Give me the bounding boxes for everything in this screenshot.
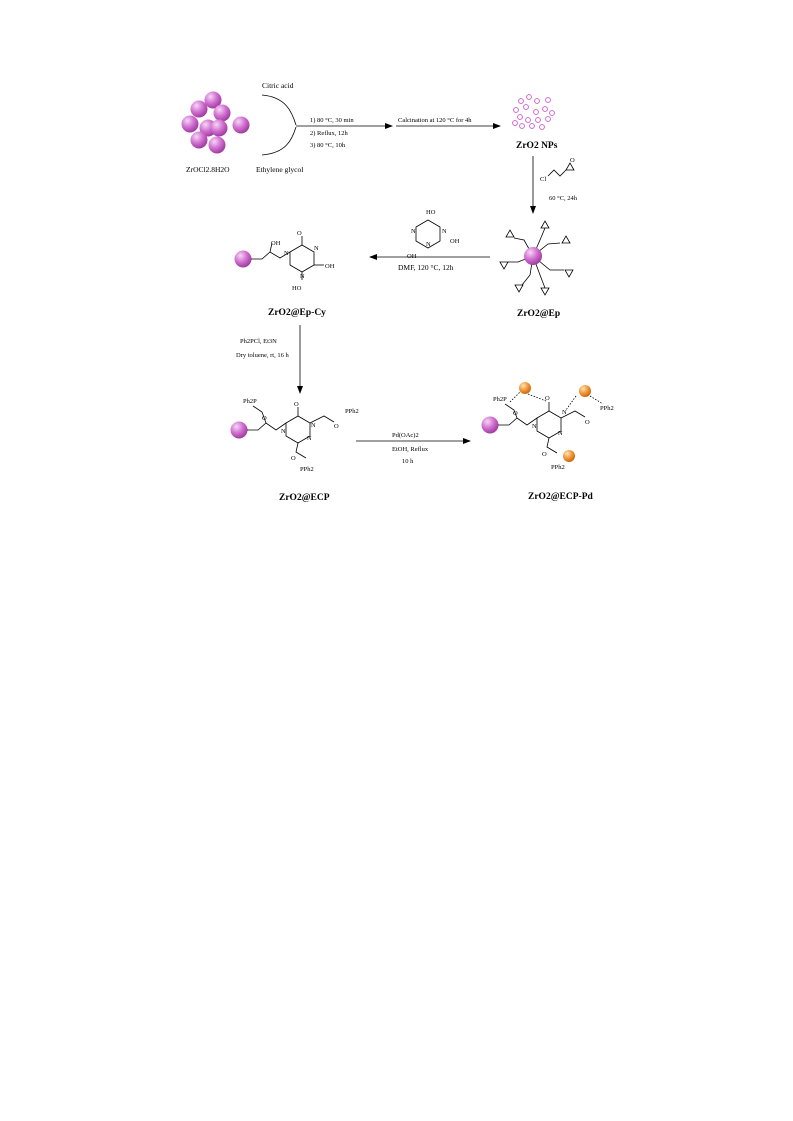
ecp-n2: N (311, 422, 316, 429)
zro2-nanoparticles (512, 94, 555, 130)
ecp-pd-n1: N (532, 423, 537, 430)
phosphination-cond-2: Dry toluene, rt, 16 h (236, 352, 289, 359)
step1-condition-2: 2) Reflux, 12h (310, 130, 348, 137)
zro2-ecp-label: ZrO2@ECP (279, 493, 330, 503)
ethylene-glycol-label: Ethylene glycol (256, 165, 303, 174)
epichlorohydrin-structure: Cl O (540, 157, 575, 183)
ecp-o-top: O (294, 401, 299, 408)
cyanuric-n1: N (442, 228, 447, 235)
step1-condition-3: 3) 80 °C, 10h (310, 142, 346, 149)
ecp-ph2p-left: Ph2P (243, 398, 257, 405)
palladation-cond-2: EtOH, Reflux (392, 446, 429, 453)
epichlorohydrin-o: O (570, 157, 575, 164)
zro2-ecp-pd-label: ZrO2@ECP-Pd (528, 492, 593, 502)
ep-cy-n1: N (284, 250, 289, 257)
ecp-pph2-right: PPh2 (345, 408, 359, 415)
epoxidation-conditions: 60 °C, 24h (549, 195, 578, 202)
citric-acid-label: Citric acid (262, 81, 294, 90)
cyanuric-acid-structure: HO N N N OH OH (407, 209, 460, 260)
ep-cy-n3: N (300, 273, 305, 280)
ecp-pd-n2: N (562, 409, 567, 416)
ecp-o-chain: O (262, 415, 267, 422)
palladation-cond-1: Pd(OAc)2 (392, 432, 419, 439)
ecp-n3: N (307, 435, 312, 442)
cyanuric-conditions: DMF, 120 °C, 12h (398, 263, 454, 272)
ecp-n1: N (281, 428, 286, 435)
ecp-pd-ph3p-left: Ph2P (493, 396, 507, 403)
ecp-pd-o-chain: O (513, 410, 518, 417)
palladium-atom-3 (563, 450, 575, 462)
palladation-cond-3: 10 h (402, 458, 414, 465)
phosphination-cond-1: Ph2PCl, Et3N (240, 338, 277, 345)
cyanuric-oh-left: OH (407, 253, 417, 260)
ecp-pd-o-right: O (585, 419, 590, 426)
palladium-atom-2 (579, 385, 591, 397)
ethylene-glycol-curve (261, 126, 297, 156)
ecp-o-right: O (334, 423, 339, 430)
ecp-pd-pph2-right: PPh2 (600, 405, 614, 412)
cyanuric-n3: N (426, 241, 431, 248)
zro2-ep-structure (499, 220, 574, 296)
ep-cy-oh-right: OH (325, 263, 335, 270)
cyanuric-n2: N (411, 228, 416, 235)
zro2-ecp-structure: Ph2P O O N N N O PPh2 O PPh2 (230, 398, 359, 473)
calcination-label: Calcination at 120 °C for 4h (398, 117, 472, 124)
cyanuric-ho-top: HO (426, 209, 436, 216)
zro2-ep-cy-structure: OH O N N N OH HO (234, 230, 335, 292)
palladium-atom-1 (519, 382, 531, 394)
citric-acid-curve (261, 94, 297, 126)
zro2-ep-cy-label: ZrO2@Ep-Cy (268, 308, 326, 318)
zro2-ep-label: ZrO2@Ep (517, 309, 560, 319)
ecp-pd-pph2-bottom: PPh2 (551, 464, 565, 471)
zirconium-salt-cluster (181, 91, 250, 154)
ecp-pph2-bottom: PPh2 (300, 466, 314, 473)
zirconium-salt-label: ZrOCl2.8H2O (186, 165, 230, 174)
ep-cy-oh-chain: OH (271, 240, 281, 247)
epichlorohydrin-cl: Cl (540, 176, 546, 183)
step1-condition-1: 1) 80 °C, 30 min (310, 117, 354, 124)
ecp-pd-o-bottom: O (542, 451, 547, 458)
ep-cy-ho-bottom: HO (292, 285, 302, 292)
ecp-pd-o-top: O (545, 395, 550, 402)
ep-cy-n2: N (314, 245, 319, 252)
cyanuric-oh-right: OH (450, 238, 460, 245)
ep-cy-o-top: O (297, 230, 302, 237)
zro2-ecp-pd-structure: Ph2P O O N N N O PPh2 O PPh2 (481, 382, 614, 471)
ecp-o-bottom: O (291, 455, 296, 462)
zro2-nps-label: ZrO2 NPs (516, 141, 558, 151)
ecp-pd-n3: N (558, 430, 563, 437)
